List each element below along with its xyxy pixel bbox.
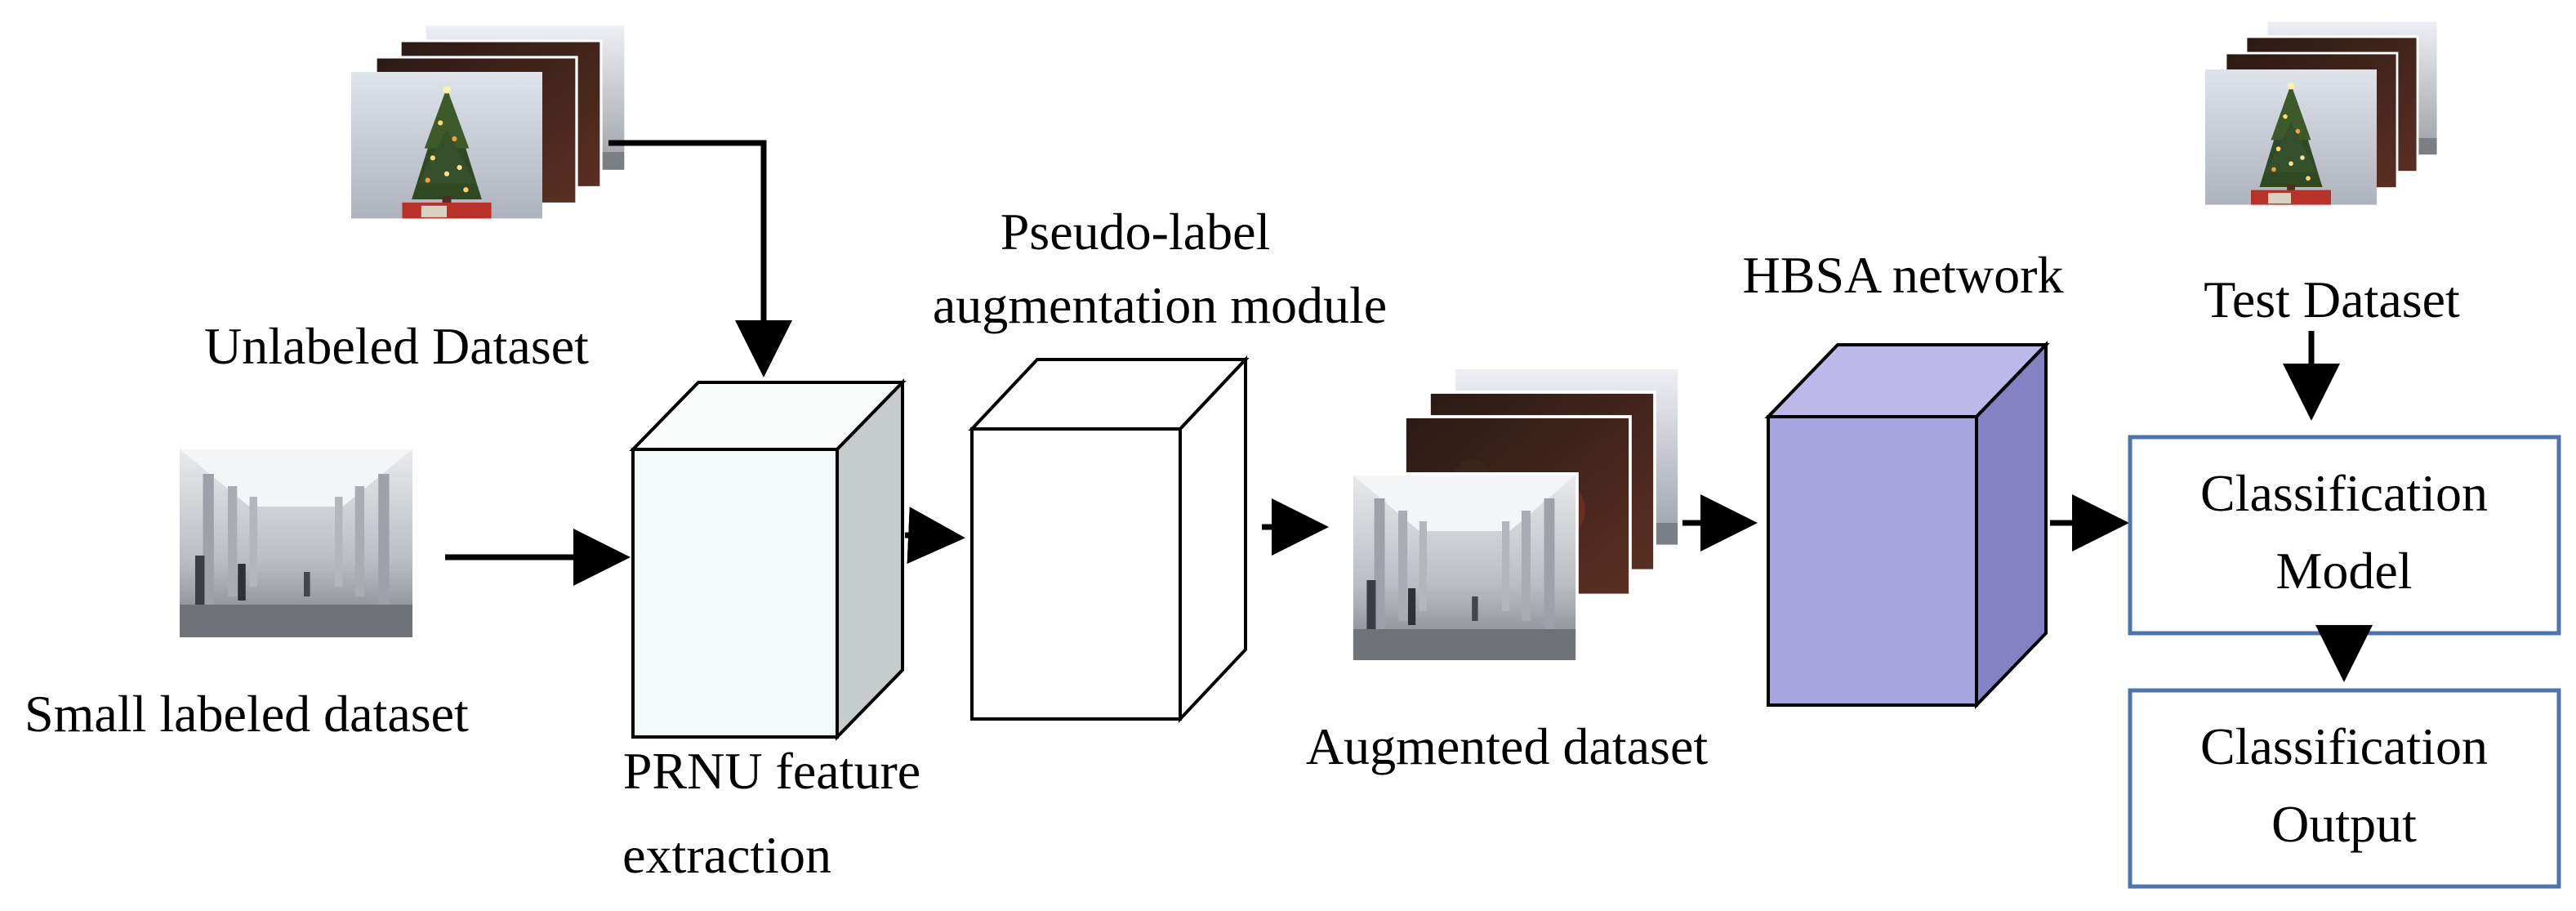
- unlabeled-dataset-label: Unlabeled Dataset: [204, 317, 589, 375]
- pseudo-label-line2: augmentation module: [933, 276, 1387, 334]
- test-christmas-tree-photo: [2205, 69, 2377, 205]
- unlabeled-dataset-image-stack: [351, 25, 626, 219]
- classification-output-box: Classification Output: [2128, 688, 2561, 889]
- hbsa-network-block: [1764, 341, 2050, 709]
- classification-output-border: [2128, 688, 2561, 889]
- pseudo-label-augmentation-block: [968, 355, 1250, 724]
- classification-model-line1: Classification: [2200, 464, 2488, 522]
- classification-output-line2: Output: [2271, 795, 2417, 853]
- augmented-dataset-label: Augmented dataset: [1306, 717, 1709, 775]
- small-labeled-dataset-image: [180, 449, 412, 637]
- test-dataset-label: Test Dataset: [2204, 270, 2460, 328]
- small-labeled-dataset-label: Small labeled dataset: [25, 685, 469, 743]
- prnu-feature-extraction-block: [629, 378, 907, 741]
- aug-photo-front-hall: [1350, 472, 1579, 663]
- arrow-unlabeled-to-prnu: [608, 140, 792, 377]
- pseudo-label-line1: Pseudo-label: [1001, 203, 1271, 261]
- classification-model-border: [2128, 435, 2561, 636]
- classification-model-line2: Model: [2275, 542, 2412, 600]
- prnu-label-line2: extraction: [622, 826, 831, 884]
- classification-model-box: Classification Model: [2128, 435, 2561, 636]
- test-dataset-image-stack: [2205, 20, 2438, 205]
- christmas-tree-photo-front: [351, 72, 542, 219]
- prnu-label-line1: PRNU feature: [623, 742, 920, 800]
- classification-output-line1: Classification: [2200, 717, 2488, 775]
- pseudo-block-front: [970, 427, 1182, 721]
- augmented-dataset-image-stack: [1350, 368, 1679, 663]
- hbsa-block-front: [1767, 415, 1978, 707]
- hbsa-network-label: HBSA network: [1743, 246, 2064, 304]
- prnu-block-front: [631, 448, 839, 739]
- arrow-prnu-to-pseudo: [904, 507, 965, 565]
